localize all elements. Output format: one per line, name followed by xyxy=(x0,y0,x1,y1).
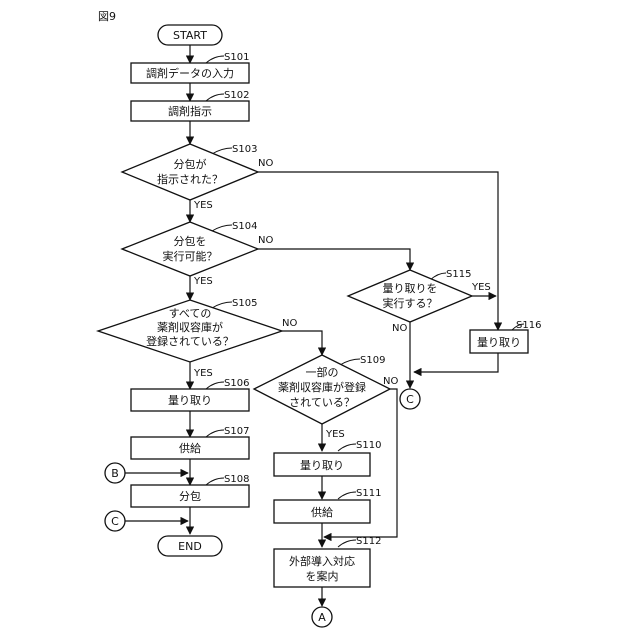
leader-s109 xyxy=(340,359,360,365)
end-label: END xyxy=(178,540,202,553)
process-label: 量り取り xyxy=(477,336,521,349)
decision-line-2: 薬剤収容庫が xyxy=(157,320,223,334)
step-number: S112 xyxy=(356,536,381,547)
decision-line-2: 実行する？ xyxy=(383,296,438,310)
decision-line-2: 実行可能？ xyxy=(163,249,218,263)
decision-line-1: すべての xyxy=(169,307,212,320)
connector-label: B xyxy=(111,467,119,480)
start-terminal: START xyxy=(158,25,222,45)
process-s112: 外部導入対応 を案内 S112 xyxy=(274,536,381,587)
connector-b: B xyxy=(105,463,125,483)
step-number: S108 xyxy=(224,474,249,485)
process-s116: 量り取り S116 xyxy=(470,320,541,353)
decision-line-1: 分包が xyxy=(174,157,207,171)
process-label: 供給 xyxy=(179,441,201,455)
process-label: 調剤指示 xyxy=(168,104,212,118)
decision-line-1: 一部の xyxy=(306,365,339,379)
figure-label: 図9 xyxy=(98,10,116,23)
step-number: S106 xyxy=(224,378,249,389)
leader-s103 xyxy=(212,148,232,154)
process-s111: 供給 S111 xyxy=(274,488,381,523)
process-label: 分包 xyxy=(179,490,201,503)
step-number: S116 xyxy=(516,320,541,331)
decision-line-1: 分包を xyxy=(174,235,207,248)
connector-label: C xyxy=(111,515,119,528)
process-line-2: を案内 xyxy=(306,569,339,583)
connector-a: A xyxy=(312,607,332,627)
step-number: S101 xyxy=(224,52,249,63)
step-number: S103 xyxy=(232,144,257,155)
leader-s105 xyxy=(212,302,232,308)
yes-label: YES xyxy=(471,282,491,293)
connector-label: A xyxy=(318,611,326,624)
no-label: NO xyxy=(282,318,297,329)
end-terminal: END xyxy=(158,536,222,556)
step-number: S105 xyxy=(232,298,257,309)
process-s110: 量り取り S110 xyxy=(274,440,381,476)
step-number: S107 xyxy=(224,426,249,437)
step-number: S115 xyxy=(446,269,471,280)
arrow-s116-merge xyxy=(414,353,498,372)
step-number: S104 xyxy=(232,221,257,232)
step-number: S109 xyxy=(360,355,385,366)
decision-line-1: 量り取りを xyxy=(383,282,438,295)
arrow-s104-no xyxy=(258,249,410,270)
no-label: NO xyxy=(258,158,273,169)
leader-s110 xyxy=(338,444,356,451)
decision-line-3: されている？ xyxy=(289,396,355,409)
yes-label: YES xyxy=(193,276,213,287)
step-number: S110 xyxy=(356,440,381,451)
yes-label: YES xyxy=(193,368,213,379)
decision-line-2: 指示された？ xyxy=(157,172,223,186)
arrow-s105-no xyxy=(282,331,322,355)
no-label: NO xyxy=(392,323,407,334)
decision-s103: 分包が 指示された？ S103 NO YES xyxy=(122,144,273,211)
leader-s101 xyxy=(206,56,224,63)
decision-line-2: 薬剤収容庫が登録 xyxy=(278,380,366,394)
decision-s109: 一部の 薬剤収容庫が登録 されている？ S109 NO YES xyxy=(254,355,398,440)
leader-s104 xyxy=(212,225,232,231)
decision-s105: すべての 薬剤収容庫が 登録されている？ S105 NO YES xyxy=(98,298,297,379)
leader-s106 xyxy=(206,382,224,389)
process-label: 調剤データの入力 xyxy=(146,66,234,80)
leader-s108 xyxy=(206,478,224,485)
start-label: START xyxy=(173,29,207,42)
yes-label: YES xyxy=(193,200,213,211)
leader-s112 xyxy=(338,540,356,547)
process-label: 供給 xyxy=(311,505,333,519)
leader-s107 xyxy=(206,430,224,437)
no-label: NO xyxy=(383,376,398,387)
decision-s115: 量り取りを 実行する？ S115 YES NO xyxy=(348,269,491,334)
process-label: 量り取り xyxy=(168,394,212,407)
connector-label: C xyxy=(406,393,414,406)
connector-c-right: C xyxy=(400,389,420,409)
connector-c-left: C xyxy=(105,511,125,531)
decision-s104: 分包を 実行可能？ S104 NO YES xyxy=(122,221,273,287)
yes-label: YES xyxy=(325,429,345,440)
leader-s111 xyxy=(338,492,356,499)
process-line-1: 外部導入対応 xyxy=(289,554,355,568)
leader-s102 xyxy=(206,94,224,101)
process-label: 量り取り xyxy=(300,459,344,472)
step-number: S102 xyxy=(224,90,249,101)
decision-line-3: 登録されている？ xyxy=(146,334,234,348)
step-number: S111 xyxy=(356,488,381,499)
no-label: NO xyxy=(258,235,273,246)
